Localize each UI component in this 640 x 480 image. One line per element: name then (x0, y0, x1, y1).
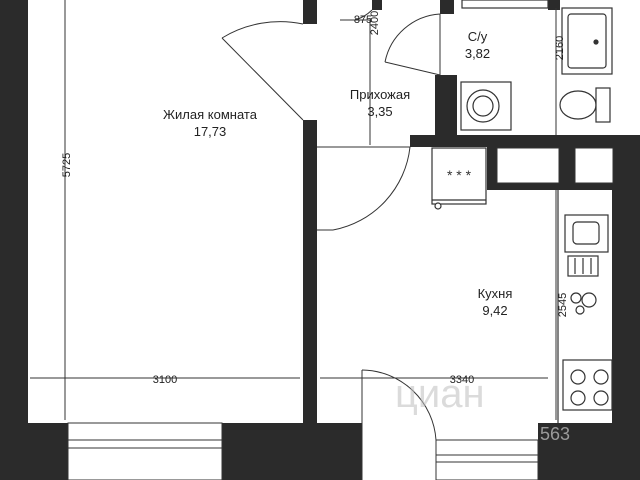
door-balcony (361, 369, 437, 441)
watermark-logo: циан (395, 372, 485, 416)
door-kitchen (332, 146, 411, 231)
dim-living-width: 3100 (153, 374, 177, 386)
dimension-lines (30, 0, 557, 420)
room-living: Жилая комната 17,73 (140, 106, 280, 140)
room-kitchen-area: 9,42 (482, 303, 508, 318)
toilet (559, 90, 597, 120)
doors (221, 9, 441, 480)
wall-partition-living-kitchen (303, 120, 317, 426)
dim-living-height: 5725 (61, 153, 73, 177)
window-kitchen (435, 439, 539, 480)
window-living (67, 422, 223, 480)
wall-bath-top (440, 0, 454, 14)
wall-kitchen-right (612, 190, 640, 435)
room-bath-name: С/у (467, 29, 488, 44)
dim-bath-height: 2160 (554, 36, 566, 60)
room-hall-name: Прихожая (349, 87, 411, 102)
wall-partition-top (303, 0, 317, 24)
wall-bath-left (435, 75, 457, 143)
door-living (221, 37, 304, 121)
wall-hall-top (372, 0, 382, 10)
wall-left (0, 0, 28, 480)
room-bath: С/у 3,82 (450, 28, 505, 62)
svg-text:* * *: * * * (447, 167, 472, 183)
sink (567, 13, 607, 69)
door-bath (384, 13, 441, 63)
shaft-openings (496, 147, 614, 184)
dimension-labels: 5725 3100 3340 2545 2160 2400 875 (61, 11, 569, 386)
room-hall-area: 3,35 (367, 104, 393, 119)
dim-hall-height: 2400 (369, 11, 381, 35)
bathroom-fixtures (460, 0, 613, 131)
wall-bottom-middle (222, 423, 362, 480)
room-kitchen-name: Кухня (477, 286, 513, 301)
room-bath-area: 3,82 (464, 46, 491, 61)
room-living-name: Жилая комната (163, 107, 257, 122)
stove-small (431, 147, 487, 205)
dim-kitchen-width: 3340 (450, 374, 474, 386)
windows (67, 422, 539, 480)
room-hall: Прихожая 3,35 (335, 86, 425, 120)
kitchen-fixtures: * * * (431, 147, 613, 423)
dim-hall-width: 875 (354, 14, 372, 26)
room-kitchen: Кухня 9,42 (460, 285, 530, 319)
bathtub-edge (461, 0, 549, 9)
wall-bath-mid (548, 0, 560, 10)
dim-kitchen-height: 2545 (557, 293, 569, 317)
watermark-number: 563 (540, 424, 571, 444)
wall-bottom-left (0, 423, 68, 480)
room-living-area: 17,73 (193, 124, 227, 139)
